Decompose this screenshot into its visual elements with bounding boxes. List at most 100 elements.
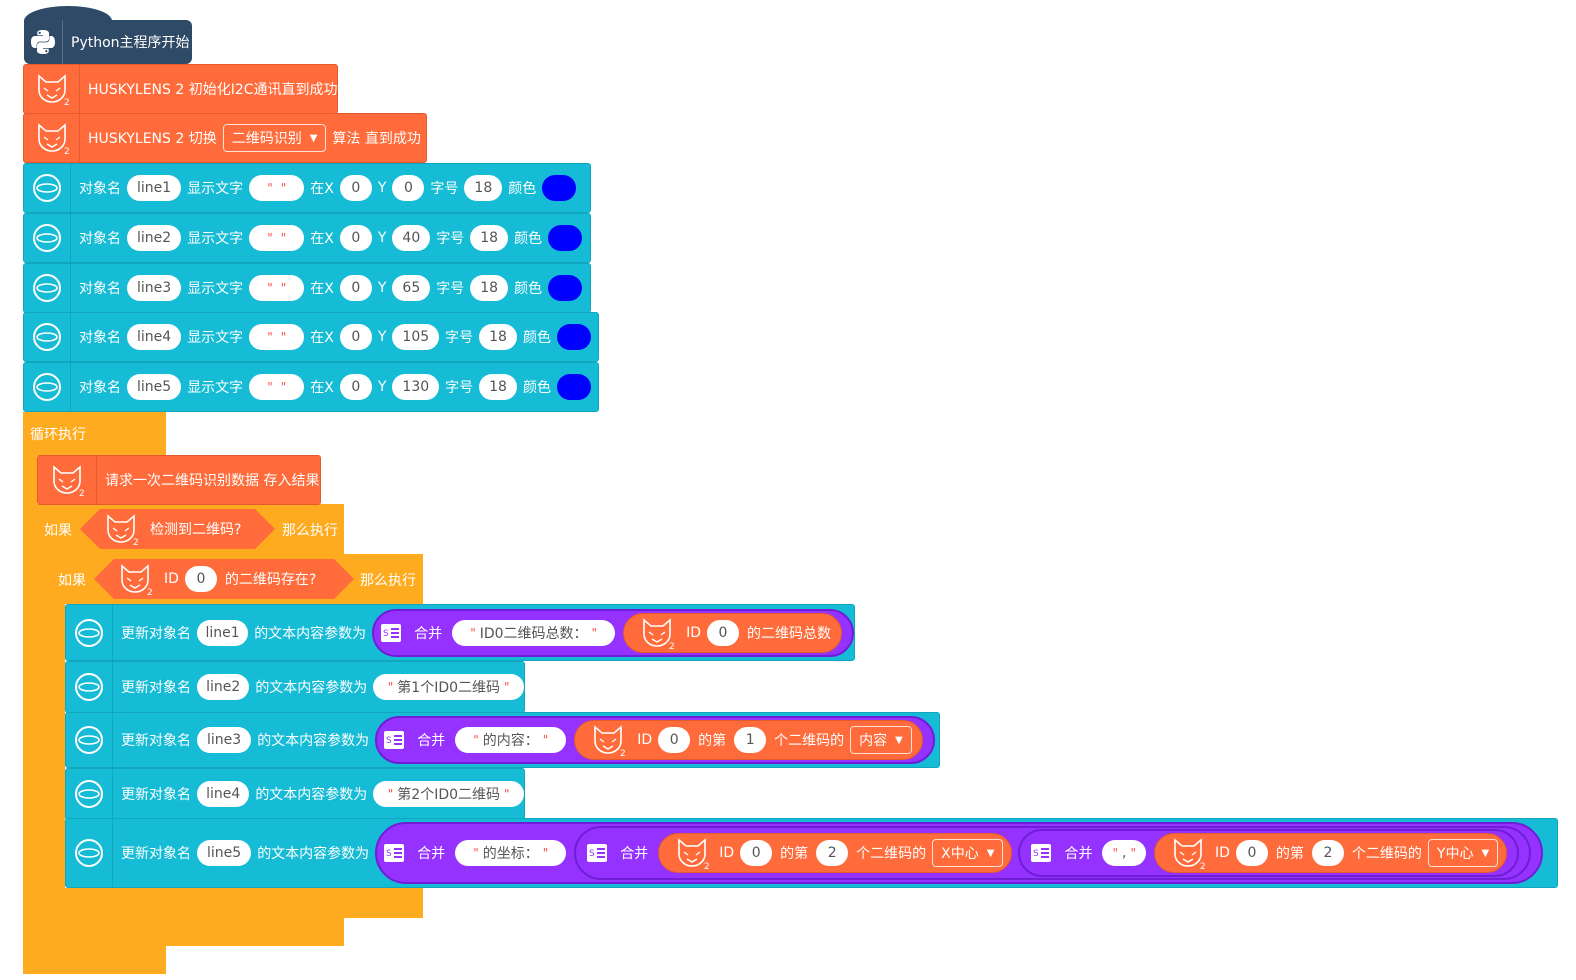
join-label: 合并	[620, 846, 649, 862]
huskylens-fox-icon: 2	[38, 456, 97, 504]
if2-label: 如果	[58, 573, 86, 589]
attribute-dropdown[interactable]: Y中心▼	[1427, 839, 1499, 867]
display-text-input[interactable]	[249, 225, 305, 251]
update-text-block[interactable]: 更新对象名 line5 的文本内容参数为 S 合并 的坐标： S 合并 2 ID…	[65, 818, 1558, 888]
id-input[interactable]: 0	[1235, 840, 1268, 866]
font-size-input[interactable]: 18	[479, 324, 517, 350]
id-input[interactable]: 0	[707, 619, 739, 646]
object-name-input[interactable]: line2	[127, 225, 182, 251]
huskylens-switch-algorithm-block[interactable]: 2 HUSKYLENS 2 切换 二维码识别▼ 算法 直到成功	[23, 113, 427, 163]
x-input[interactable]: 0	[339, 225, 372, 251]
color-swatch[interactable]	[542, 175, 577, 201]
font-size-label: 字号	[436, 231, 465, 247]
id-input[interactable]: 0	[185, 566, 217, 592]
chevron-down-icon: ▼	[309, 132, 318, 144]
y-input[interactable]: 0	[392, 175, 425, 201]
python-main-start-block[interactable]: Python主程序开始	[24, 20, 192, 64]
init-label: HUSKYLENS 2 初始化I2C通讯直到成功	[88, 82, 338, 98]
color-label: 颜色	[522, 330, 551, 346]
join-block-inner[interactable]: S 合并 , 2 ID 0 的第 2 个二维码的 Y中心▼	[1018, 829, 1520, 877]
update-text-block[interactable]: 更新对象名 line4 的文本内容参数为 第2个ID0二维码	[65, 768, 525, 820]
update-text-block[interactable]: 更新对象名 line2 的文本内容参数为 第1个ID0二维码	[65, 661, 525, 713]
id-input[interactable]: 0	[658, 727, 691, 753]
id-label: ID	[686, 624, 701, 641]
display-text-input[interactable]	[249, 175, 305, 201]
font-size-input[interactable]: 18	[479, 374, 517, 400]
qr-x-center-reporter[interactable]: 2 ID 0 的第 2 个二维码的 X中心▼	[658, 833, 1013, 873]
text-object-block[interactable]: 对象名 line2 显示文字 在X 0 Y 40 字号 18 颜色	[23, 213, 591, 263]
ring-icon	[66, 819, 113, 887]
join-block[interactable]: S 合并 的内容： 2 ID 0 的第 1 个二维码的 内容▼	[375, 716, 935, 764]
attribute-dropdown[interactable]: 内容▼	[850, 726, 912, 754]
x-input[interactable]: 0	[339, 175, 372, 201]
object-name-input[interactable]: line4	[127, 324, 182, 350]
of-code-label: 个二维码的	[1351, 846, 1422, 862]
object-name-input[interactable]: line1	[127, 175, 182, 201]
color-swatch[interactable]	[556, 324, 591, 350]
text-object-block[interactable]: 对象名 line4 显示文字 在X 0 Y 105 字号 18 颜色	[23, 312, 599, 362]
color-swatch[interactable]	[548, 275, 583, 301]
x-input[interactable]: 0	[339, 275, 372, 301]
id-input[interactable]: 0	[740, 840, 773, 866]
text-object-block[interactable]: 对象名 line5 显示文字 在X 0 Y 130 字号 18 颜色	[23, 362, 599, 412]
join-string-input[interactable]: 的内容：	[455, 727, 567, 753]
display-text-input[interactable]	[249, 275, 305, 301]
color-swatch[interactable]	[548, 225, 583, 251]
join-block-nested[interactable]: S 合并 2 ID 0 的第 2 个二维码的 X中心▼ S 合并 , 2 ID …	[574, 826, 1532, 880]
update-text-block[interactable]: 更新对象名 line3 的文本内容参数为 S 合并 的内容： 2 ID 0 的第…	[65, 712, 940, 768]
display-text-input[interactable]	[249, 374, 305, 400]
join-block[interactable]: S 合并 ID0二维码总数： 2 ID 0 的二维码总数	[372, 608, 854, 657]
y-label: Y	[377, 379, 387, 395]
object-name-input[interactable]: line3	[127, 275, 182, 301]
qr-id-exists-condition[interactable]: 2 ID 0 的二维码存在?	[94, 559, 354, 599]
attribute-dropdown[interactable]: X中心▼	[932, 839, 1004, 867]
text-object-block[interactable]: 对象名 line3 显示文字 在X 0 Y 65 字号 18 颜色	[23, 263, 591, 313]
display-text-input[interactable]	[249, 324, 305, 350]
huskylens-request-block[interactable]: 2 请求一次二维码识别数据 存入结果	[37, 455, 321, 505]
x-input[interactable]: 0	[339, 324, 372, 350]
nth-label: 的第	[780, 846, 809, 862]
text-object-block[interactable]: 对象名 line1 显示文字 在X 0 Y 0 字号 18 颜色	[23, 163, 591, 213]
update-text-block[interactable]: 更新对象名 line1 的文本内容参数为 S 合并 ID0二维码总数： 2 ID…	[65, 604, 855, 661]
color-swatch[interactable]	[556, 374, 591, 400]
qr-y-center-reporter[interactable]: 2 ID 0 的第 2 个二维码的 Y中心▼	[1153, 833, 1508, 873]
of-code-label: 个二维码的	[774, 733, 845, 749]
text-value-input[interactable]: 第1个ID0二维码	[373, 674, 524, 700]
svg-text:S: S	[383, 629, 389, 639]
index-input[interactable]: 2	[1311, 840, 1344, 866]
index-input[interactable]: 2	[816, 840, 849, 866]
object-name-input[interactable]: line2	[197, 674, 250, 700]
y-input[interactable]: 105	[392, 324, 440, 350]
object-name-input[interactable]: line3	[197, 727, 252, 753]
join-block[interactable]: S 合并 的坐标： S 合并 2 ID 0 的第 2 个二维码的 X中心▼ S …	[375, 822, 1544, 884]
loop-label: 循环执行	[30, 427, 86, 443]
huskylens-init-block[interactable]: 2 HUSKYLENS 2 初始化I2C通讯直到成功	[23, 64, 338, 114]
object-name-input[interactable]: line4	[197, 781, 250, 807]
font-size-input[interactable]: 18	[470, 275, 509, 301]
algorithm-dropdown[interactable]: 二维码识别▼	[222, 124, 327, 152]
qr-attribute-reporter[interactable]: 2 ID 0 的第 1 个二维码的 内容▼	[574, 720, 923, 760]
y-input[interactable]: 130	[392, 374, 440, 400]
object-name-input[interactable]: line1	[197, 619, 249, 646]
join-string-input[interactable]: ID0二维码总数：	[452, 619, 616, 646]
text-value-input[interactable]: 第2个ID0二维码	[373, 781, 524, 807]
x-input[interactable]: 0	[339, 374, 372, 400]
object-name-input[interactable]: line5	[197, 840, 252, 866]
y-input[interactable]: 65	[392, 275, 431, 301]
font-size-input[interactable]: 18	[470, 225, 509, 251]
qr-total-reporter[interactable]: 2 ID 0 的二维码总数	[623, 612, 842, 653]
index-input[interactable]: 1	[734, 727, 767, 753]
y-input[interactable]: 40	[392, 225, 431, 251]
loop-block-bg[interactable]	[23, 412, 166, 456]
chevron-down-icon: ▼	[895, 734, 903, 746]
font-size-input[interactable]: 18	[464, 175, 503, 201]
qr-detected-condition[interactable]: 2 检测到二维码?	[80, 509, 275, 549]
object-name-input[interactable]: line5	[127, 374, 182, 400]
loop-block-arm	[23, 412, 37, 974]
separator-input[interactable]: ,	[1102, 840, 1146, 866]
join-string-input[interactable]: 的坐标：	[455, 840, 567, 866]
nth-label: 的第	[1275, 846, 1304, 862]
if1-block-bottom	[37, 918, 344, 946]
update-prefix-label: 更新对象名	[121, 846, 191, 862]
hat-label: Python主程序开始	[71, 35, 190, 51]
